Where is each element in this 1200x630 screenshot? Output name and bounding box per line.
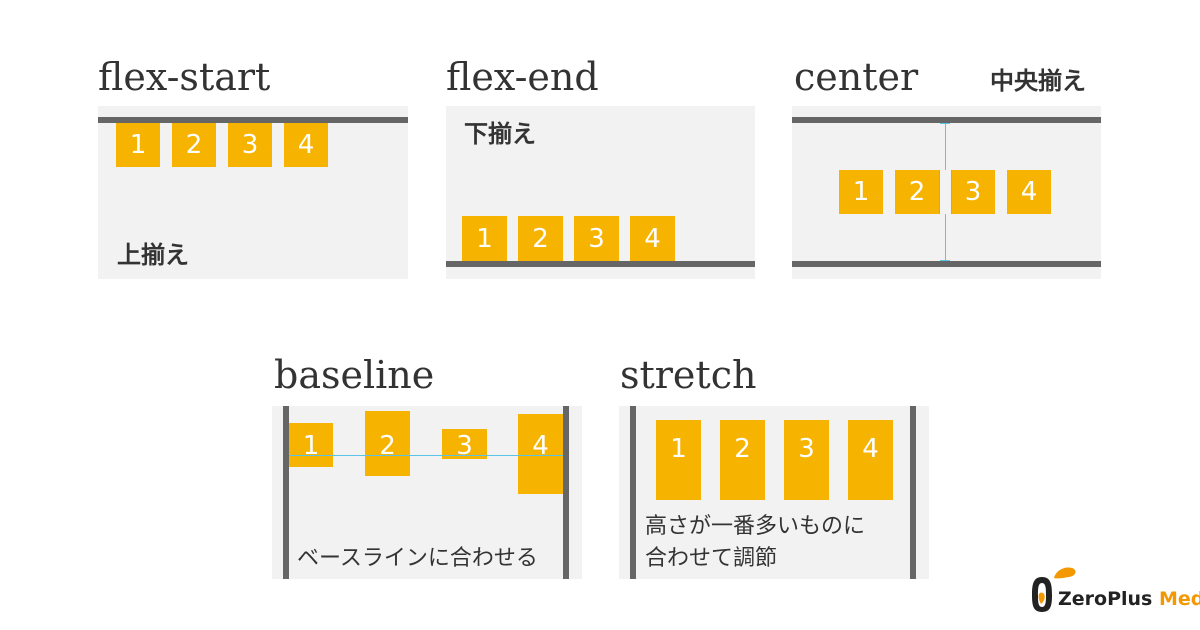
baseline-left-rule [283,406,289,579]
flex-end-box-4: 4 [630,216,675,261]
center-top-rule [792,117,1101,123]
flex-start-box-2: 2 [172,123,216,167]
center-box-1: 1 [839,170,883,214]
logo-word-media: Media [1159,588,1200,610]
baseline-right-rule [563,406,569,579]
center-box-4: 4 [1007,170,1051,214]
flex-end-note: 下揃え [464,120,536,148]
flex-start-box-4: 4 [284,123,328,167]
zeroplus-logo-icon [1032,567,1076,612]
flex-start-box-3: 3 [228,123,272,167]
flex-start-note: 上揃え [117,241,189,269]
logo-word-zeroplus: ZeroPlus [1058,588,1153,610]
center-guide-box-right [951,170,952,214]
center-box-2: 2 [895,170,939,214]
flex-end-box-3: 3 [574,216,619,261]
stretch-box-4: 4 [848,420,893,500]
center-guide-lower [945,214,946,261]
center-guide-upper [945,123,946,170]
baseline-box-3: 3 [442,429,487,461]
baseline-box-1: 1 [289,423,333,467]
baseline-box-4: 4 [518,414,563,494]
center-guide-tick-bottom [940,260,950,261]
flex-end-bottom-rule [446,261,755,267]
stretch-note-line-2: 合わせて調節 [645,546,778,571]
center-bottom-rule [792,261,1101,267]
stretch-box-3: 3 [784,420,829,500]
flex-end-box-1: 1 [462,216,507,261]
center-box-3: 3 [951,170,995,214]
center-note: 中央揃え [990,67,1086,95]
stretch-right-rule [910,406,916,579]
center-guide-tick-top [940,123,950,124]
baseline-title: baseline [274,353,435,397]
stretch-left-rule [630,406,636,579]
flex-end-title: flex-end [446,55,599,99]
baseline-guide-line [289,455,563,456]
baseline-box-2: 2 [365,411,410,476]
flex-end-box-2: 2 [518,216,563,261]
flex-start-title: flex-start [98,55,271,99]
center-guide-box-left [939,170,940,214]
stretch-box-1: 1 [656,420,701,500]
logo-wordmark: ZeroPlus Media [1058,588,1200,610]
center-title: center [794,55,919,99]
baseline-note: ベースラインに合わせる [297,546,538,571]
flex-start-top-rule [98,117,408,123]
stretch-note-line-1: 高さが一番多いものに [645,514,866,539]
stretch-title: stretch [620,353,757,397]
stretch-box-2: 2 [720,420,765,500]
flex-start-box-1: 1 [116,123,160,167]
